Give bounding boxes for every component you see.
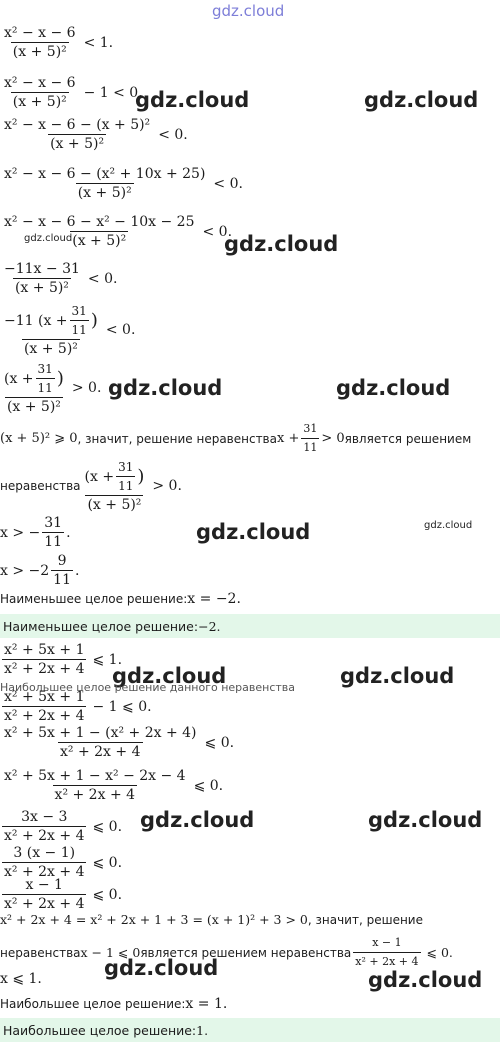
math-line: x² − x − 6 − (x² + 10x + 25)(x + 5)² < 0…	[4, 166, 243, 201]
watermark-top: gdz.cloud	[212, 2, 285, 20]
watermark-small: gdz.cloud	[424, 520, 473, 531]
answer-bar: Наименьшее целое решение: −2.	[0, 614, 500, 638]
math-line: неравенства x − 1 ⩽ 0 является решением …	[0, 934, 453, 971]
math-line: x² − x − 6(x + 5)² < 1.	[4, 25, 114, 60]
math-line: x² − x − 6 − x² − 10x − 25(x + 5)² < 0.	[4, 214, 233, 249]
watermark: gdz.cloud	[368, 968, 483, 992]
text-line: Наибольшее целое решение данного неравен…	[0, 681, 296, 694]
math-line: 3 (x − 1)x² + 2x + 4 ⩽ 0.	[2, 845, 123, 880]
watermark: gdz.cloud	[336, 376, 451, 400]
watermark: gdz.cloud	[224, 232, 339, 256]
watermark-small: gdz.cloud	[24, 233, 73, 244]
watermark: gdz.cloud	[135, 88, 250, 112]
math-line: −11x − 31(x + 5)² < 0.	[4, 261, 118, 296]
watermark: gdz.cloud	[364, 88, 479, 112]
watermark: gdz.cloud	[368, 808, 483, 832]
text-line: x² + 2x + 4 = x² + 2x + 1 + 3 = (x + 1)²…	[0, 912, 423, 927]
watermark: gdz.cloud	[196, 520, 311, 544]
watermark: gdz.cloud	[104, 956, 219, 980]
text-line: Наименьшее целое решение: x = −2.	[0, 591, 241, 607]
watermark: gdz.cloud	[108, 376, 223, 400]
answer-bar: Наибольшее целое решение: 1.	[0, 1018, 500, 1042]
math-line: x² − x − 6(x + 5)² − 1 < 0.	[4, 75, 143, 110]
watermark: gdz.cloud	[340, 664, 455, 688]
watermark: gdz.cloud	[140, 808, 255, 832]
watermark: gdz.cloud	[112, 664, 227, 688]
text-line: (x + 5)² ⩾ 0 , значит, решение неравенст…	[0, 420, 471, 457]
math-line: x² − x − 6 − (x + 5)²(x + 5)² < 0.	[4, 117, 188, 152]
math-line: x ⩽ 1.	[0, 971, 42, 987]
math-line: x² + 5x + 1 − (x² + 2x + 4)x² + 2x + 4 ⩽…	[4, 725, 235, 760]
text-line: Наибольшее целое решение: x = 1.	[0, 996, 228, 1012]
